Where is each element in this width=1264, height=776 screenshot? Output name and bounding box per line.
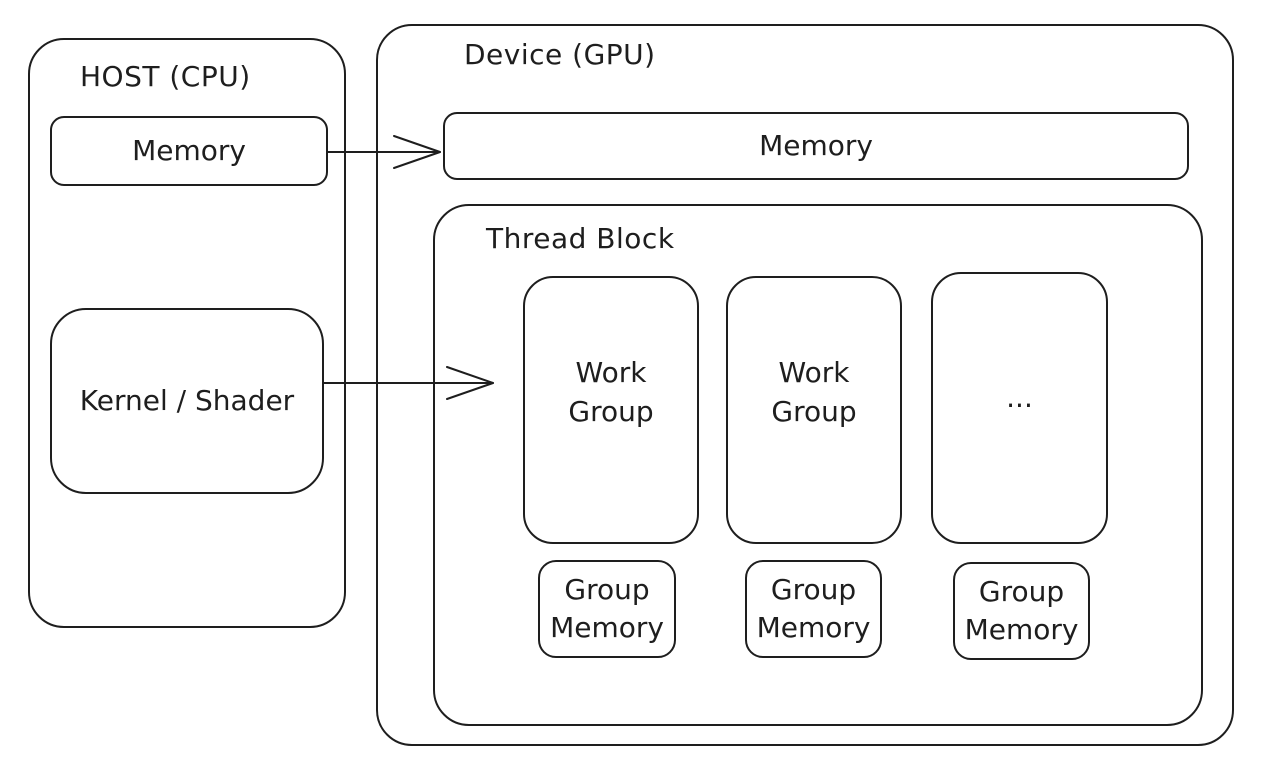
device-memory-box: Memory [443,112,1189,180]
work-group-box: ... [931,272,1108,544]
work-group-ellipsis: ... [1006,381,1033,415]
host-cpu-title: HOST (CPU) [80,60,251,93]
group-memory-label: Group Memory [964,575,1079,646]
kernel-shader-box: Kernel / Shader [50,308,324,494]
device-gpu-title: Device (GPU) [464,38,656,71]
host-cpu-box [28,38,346,628]
work-group-box: Work Group [523,276,699,544]
device-gpu-box [376,24,1234,746]
group-memory-box: Group Memory [745,560,882,658]
group-memory-label: Group Memory [550,573,664,644]
thread-block-box [433,204,1203,726]
work-group-box: Work Group [726,276,902,544]
host-memory-box: Memory [50,116,328,186]
work-group-label: Work Group [568,355,654,428]
work-group-label: Work Group [771,355,857,428]
group-memory-box: Group Memory [538,560,676,658]
kernel-shader-label: Kernel / Shader [79,384,295,418]
device-memory-label: Memory [759,129,873,163]
group-memory-box: Group Memory [953,562,1090,660]
thread-block-title: Thread Block [486,222,675,255]
group-memory-label: Group Memory [756,573,871,644]
host-memory-label: Memory [132,134,246,168]
